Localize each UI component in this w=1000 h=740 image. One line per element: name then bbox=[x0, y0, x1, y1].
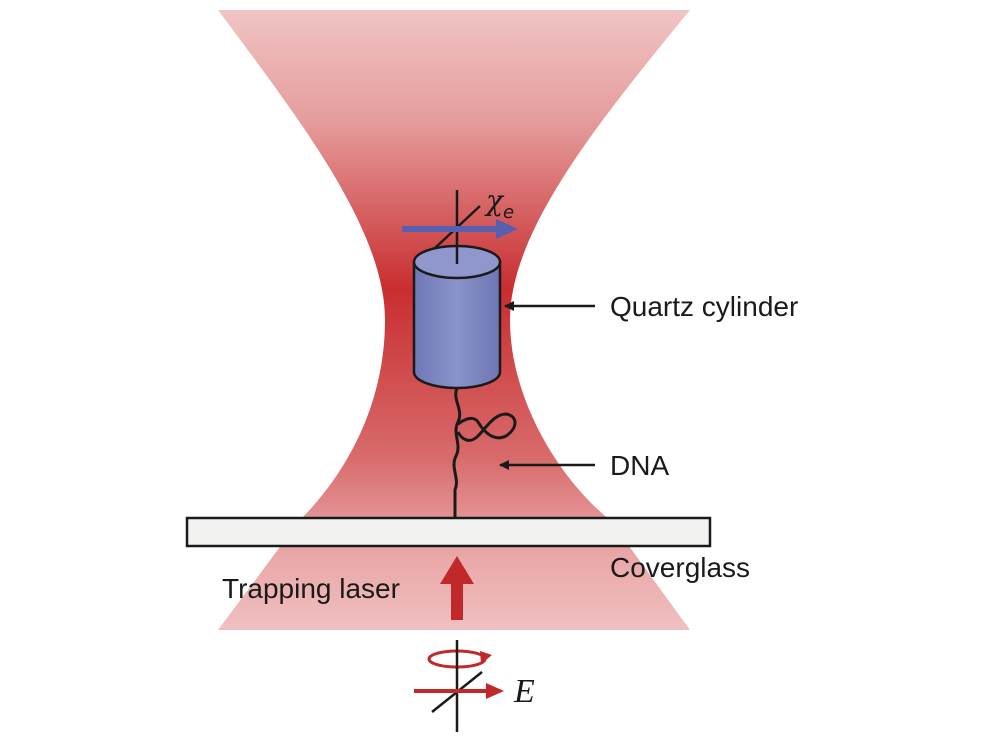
trapping-laser-arrow bbox=[440, 556, 474, 620]
coverglass bbox=[185, 516, 712, 548]
quartz-cylinder bbox=[412, 244, 502, 390]
optic-axis bbox=[402, 190, 518, 264]
electric-field-label: E bbox=[513, 673, 535, 710]
polarization-indicator bbox=[414, 640, 504, 732]
dna-molecule bbox=[452, 387, 517, 518]
quartz-cylinder-label: Quartz cylinder bbox=[610, 291, 798, 322]
susceptibility-label: χe bbox=[484, 184, 514, 223]
trapping-laser-label: Trapping laser bbox=[222, 573, 400, 604]
coverglass-label: Coverglass bbox=[610, 552, 750, 583]
dna-label: DNA bbox=[610, 450, 669, 481]
